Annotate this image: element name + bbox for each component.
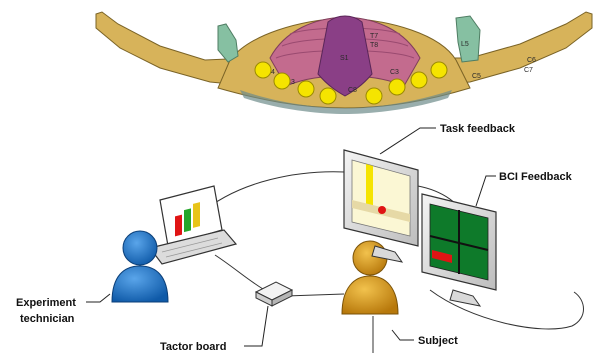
tactor-dot	[430, 61, 448, 79]
tactor-board-icon	[254, 281, 294, 307]
label-l5: L5	[461, 41, 469, 48]
label-c6: C6	[527, 57, 536, 64]
left-hand	[217, 23, 239, 63]
tactor-dot	[410, 71, 428, 89]
tactor-dot	[273, 72, 291, 90]
label-subject: Subject	[418, 335, 458, 347]
lower-dermatome	[240, 90, 452, 114]
label-t8: T8	[370, 42, 378, 49]
label-c7: C7	[524, 67, 533, 74]
right-hand	[455, 15, 481, 63]
label-technician: technician	[20, 313, 75, 325]
label-c8: C8	[348, 87, 357, 94]
task-feedback-monitor	[343, 149, 419, 263]
label-s1: S1	[340, 55, 349, 62]
label-left-c3: C3	[286, 79, 295, 86]
spine-dermatome	[317, 15, 373, 97]
technician-figure	[111, 230, 169, 303]
bci-feedback-monitor	[421, 193, 497, 307]
label-task-feedback: Task feedback	[440, 123, 516, 135]
laptop-icon	[148, 185, 238, 265]
tactor-dot	[319, 87, 337, 105]
tactor-dot	[365, 87, 383, 105]
label-right-c3: C3	[390, 69, 399, 76]
label-c5: C5	[472, 73, 481, 80]
tactor-dot	[254, 61, 272, 79]
label-tactor-board: Tactor board	[160, 341, 226, 353]
label-experiment: Experiment	[16, 297, 76, 309]
tactor-dot	[388, 78, 406, 96]
dermatome-body-figure: S1 T7 T8 C8 C4 C3 C3 L5 C5 C6 C7	[95, 11, 593, 114]
label-t7: T7	[370, 33, 378, 40]
tactor-dot	[297, 80, 315, 98]
label-bci-feedback: BCI Feedback	[499, 171, 573, 183]
callout-lines	[86, 127, 496, 347]
tactor-positions	[254, 61, 448, 105]
